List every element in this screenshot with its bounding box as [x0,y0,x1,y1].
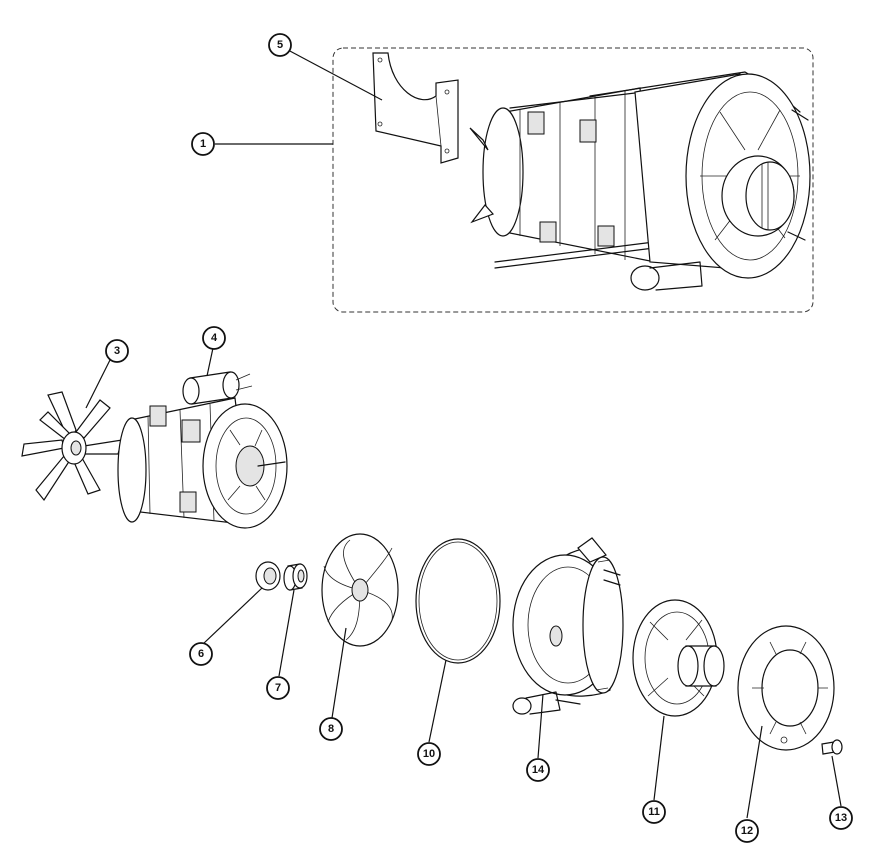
mechanical-seal-part-7 [283,563,308,591]
callout-5: 5 [268,33,292,57]
svg-text:13: 13 [835,812,847,824]
svg-text:7: 7 [275,682,281,694]
shaft-seal-part-6 [255,561,281,591]
callout-4: 4 [202,326,226,350]
front-ring-part-12 [737,625,835,751]
svg-text:8: 8 [328,723,334,735]
impeller-part-8 [321,533,399,647]
bracket-part-5 [372,52,459,164]
electric-motor [117,397,288,529]
callout-8: 8 [319,717,343,741]
assembly-group-box [332,47,814,313]
callout-7: 7 [266,676,290,700]
callout-1: 1 [191,132,215,156]
svg-text:1: 1 [200,138,206,150]
inlet-cover-part-11 [632,599,725,717]
svg-text:4: 4 [211,332,218,344]
pump-housing-part-14 [512,537,624,715]
callout-11: 11 [642,800,666,824]
svg-text:12: 12 [741,825,753,837]
svg-text:5: 5 [277,39,283,51]
svg-text:6: 6 [198,648,204,660]
svg-text:10: 10 [423,748,435,760]
svg-text:11: 11 [648,806,660,818]
callout-12: 12 [735,819,759,843]
svg-text:14: 14 [532,764,545,776]
callout-10: 10 [417,742,441,766]
callout-3: 3 [105,339,129,363]
callout-6: 6 [189,642,213,666]
cooling-fan-part-3 [21,391,123,502]
capacitor-part-4 [182,371,253,405]
screw-part-13 [821,739,843,755]
callout-13: 13 [829,806,853,830]
assembled-pump-unit [469,71,811,291]
svg-text:3: 3 [114,345,120,357]
callout-14: 14 [526,758,550,782]
leader-lines [85,49,842,819]
o-ring-part-10 [415,538,501,664]
